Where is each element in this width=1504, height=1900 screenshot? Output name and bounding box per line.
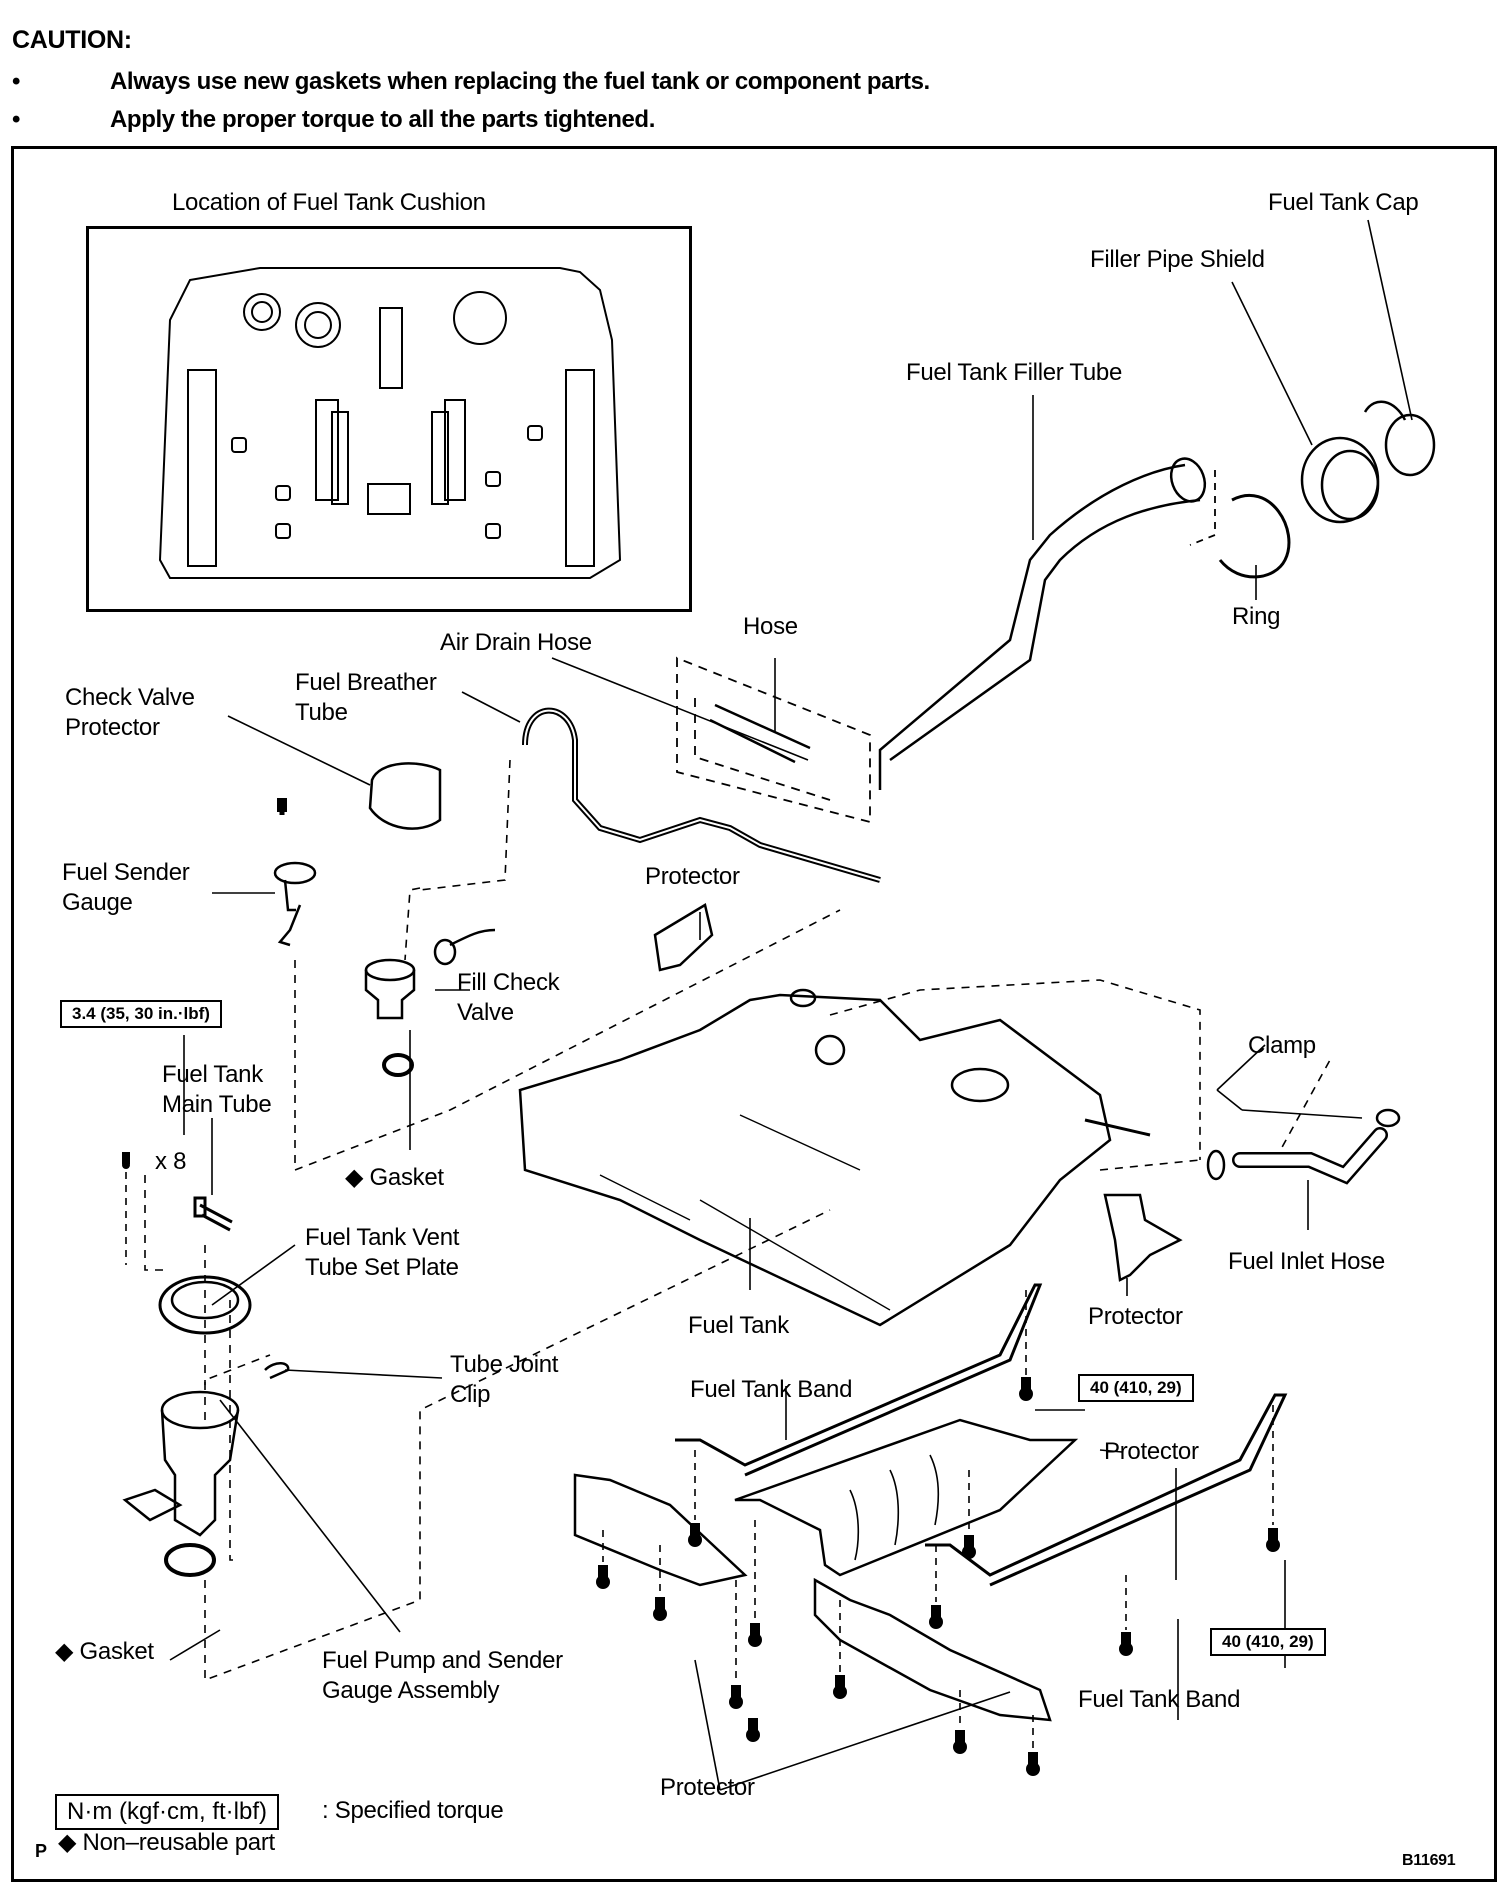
clamp-left-art [1206, 1149, 1226, 1181]
bullet-icon: • [12, 106, 21, 133]
vent-tube-set-plate-art [158, 1275, 252, 1335]
label-clamp: Clamp [1248, 1032, 1316, 1059]
page-marker: P [35, 1841, 47, 1861]
diagram-frame [11, 146, 1497, 1882]
non-reusable-diamond-icon: ◆ [345, 1164, 364, 1191]
clamp-right-art [1375, 1108, 1401, 1128]
non-reusable-diamond-icon: ◆ [58, 1829, 77, 1856]
protector-center-art [734, 1418, 1079, 1577]
fuel-pump-assembly-art [122, 1390, 240, 1537]
tube-joint-clip-art [264, 1362, 290, 1380]
label-protector-bottom: Protector [660, 1774, 755, 1801]
protector-right-art [1103, 1193, 1183, 1282]
inset-tank-top-view [158, 267, 622, 579]
label-check-valve-protector-line2: Protector [65, 714, 160, 741]
fuel-tank-art [518, 988, 1151, 1327]
caution-text: Apply the proper torque to all the parts… [110, 106, 655, 133]
label-fuel-tank: Fuel Tank [688, 1312, 789, 1339]
check-valve-protector-art [368, 762, 442, 830]
label-fuel-tank-main-tube-line1: Fuel Tank [162, 1061, 263, 1088]
label-gasket-upper: ◆ Gasket [345, 1164, 444, 1191]
fuel-tank-band-upper-art [675, 1283, 1043, 1477]
label-fuel-tank-cap: Fuel Tank Cap [1268, 189, 1419, 216]
bolts [122, 798, 1280, 1776]
label-vent-plate-line1: Fuel Tank Vent [305, 1224, 460, 1251]
fuel-tank-filler-tube-art [878, 457, 1216, 790]
torque-spec-band-upper: 40 (410, 29) [1078, 1374, 1194, 1402]
fill-check-valve-art [364, 928, 496, 1020]
bullet-icon: • [12, 68, 21, 95]
label-fuel-tank-band-lower: Fuel Tank Band [1078, 1686, 1241, 1713]
hose-dashed-box [676, 656, 871, 824]
label-fill-check-valve-line1: Fill Check [457, 969, 560, 996]
label-hose: Hose [743, 613, 798, 640]
label-protector-band: Protector [1104, 1438, 1199, 1465]
fuel-tank-cap-art [1363, 400, 1436, 477]
legend-torque-description: : Specified torque [322, 1797, 504, 1824]
protector-upper-art [653, 903, 714, 972]
label-x8: x 8 [155, 1148, 187, 1175]
label-gasket-lower: ◆ Gasket [55, 1638, 154, 1665]
leader-lines [169, 219, 1413, 1791]
assembly-guide-lines [144, 759, 1331, 1682]
label-fuel-pump-line1: Fuel Pump and Sender [322, 1647, 563, 1674]
fuel-tank-band-lower-art [925, 1393, 1288, 1587]
label-filler-pipe-shield: Filler Pipe Shield [1090, 246, 1265, 273]
label-fuel-breather-tube-line1: Fuel Breather [295, 669, 437, 696]
gasket-upper-art [382, 1053, 414, 1077]
label-tube-joint-clip-line2: Clip [450, 1381, 491, 1408]
label-fuel-inlet-hose: Fuel Inlet Hose [1228, 1248, 1385, 1275]
legend-non-reusable: ◆ Non–reusable part [58, 1829, 275, 1856]
figure-id: B11691 [1402, 1852, 1456, 1869]
label-fuel-tank-band-upper: Fuel Tank Band [690, 1376, 853, 1403]
hose-art [709, 703, 811, 764]
inset-title: Location of Fuel Tank Cushion [172, 189, 486, 216]
caution-title: CAUTION: [12, 26, 132, 54]
fuel-tank-cushion-inset [86, 226, 692, 612]
non-reusable-diamond-icon: ◆ [55, 1638, 74, 1665]
label-vent-plate-line2: Tube Set Plate [305, 1254, 459, 1281]
label-fuel-tank-filler-tube: Fuel Tank Filler Tube [906, 359, 1123, 386]
label-ring: Ring [1232, 603, 1281, 630]
caution-text: Always use new gaskets when replacing th… [110, 68, 930, 95]
label-fuel-tank-main-tube-line2: Main Tube [162, 1091, 272, 1118]
label-fuel-pump-line2: Gauge Assembly [322, 1677, 500, 1704]
label-check-valve-protector-line1: Check Valve [65, 684, 195, 711]
label-protector-right: Protector [1088, 1303, 1183, 1330]
label-fuel-breather-tube-line2: Tube [295, 699, 348, 726]
label-fuel-sender-gauge-line2: Gauge [62, 889, 133, 916]
torque-spec-band-lower: 40 (410, 29) [1210, 1628, 1326, 1656]
label-protector-upper: Protector [645, 863, 740, 890]
fuel-sender-gauge-art [273, 798, 317, 947]
filler-pipe-shield-art [1300, 436, 1380, 524]
fuel-breather-tube-art [522, 707, 881, 883]
torque-spec-sender-bolts: 3.4 (35, 30 in.·lbf) [60, 1000, 222, 1028]
label-fuel-sender-gauge-line1: Fuel Sender [62, 859, 190, 886]
protector-left-art [573, 1473, 748, 1587]
label-air-drain-hose: Air Drain Hose [440, 629, 592, 656]
protector-bottom-art [813, 1577, 1052, 1722]
legend-torque-unit-box: N·m (kgf·cm, ft·lbf) [55, 1794, 279, 1830]
label-fill-check-valve-line2: Valve [457, 999, 514, 1026]
label-tube-joint-clip-line1: Tube Joint [450, 1351, 559, 1378]
ring-art [1218, 493, 1291, 579]
gasket-lower-art [164, 1543, 216, 1577]
